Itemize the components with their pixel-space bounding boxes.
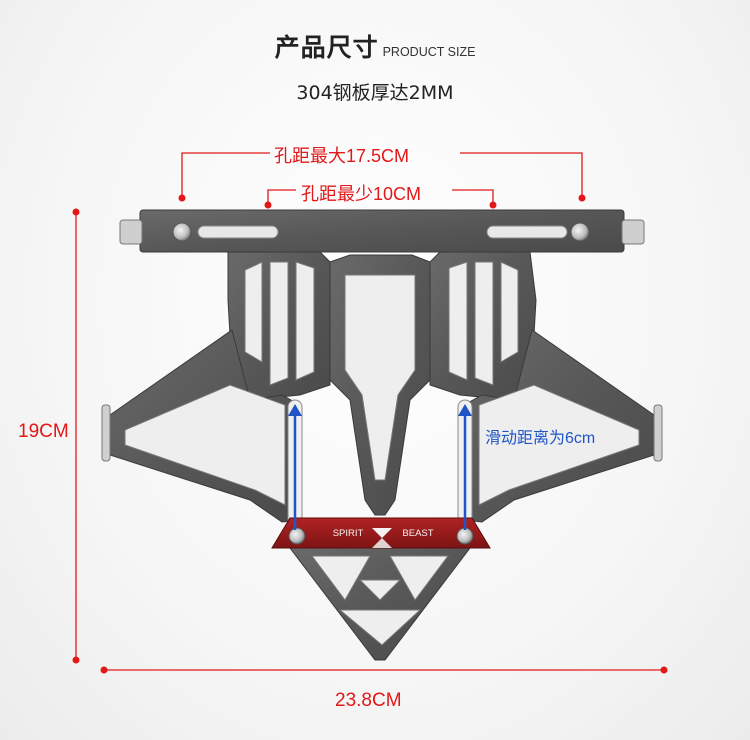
left-arm-cutout xyxy=(124,384,286,506)
logo-text-right: BEAST xyxy=(402,528,433,539)
left-slide-arrowhead xyxy=(288,404,302,416)
right-top-bolt xyxy=(570,222,590,242)
hole-min-dot-left xyxy=(264,201,272,209)
hole-max-dot-right xyxy=(578,194,586,202)
diamond-cutout-bottom xyxy=(338,609,422,646)
right-cutout-2 xyxy=(474,261,494,386)
right-slot xyxy=(486,225,568,239)
logo-right-bolt xyxy=(456,527,474,545)
center-cutout xyxy=(344,274,416,481)
hole-min-line-right xyxy=(452,189,494,203)
height-label: 19CM xyxy=(18,421,69,442)
height-dot-top xyxy=(72,208,80,216)
hole-min-dot-right xyxy=(489,201,497,209)
logo-emblem xyxy=(372,528,392,548)
logo-left-bolt xyxy=(288,527,306,545)
left-side-stud xyxy=(101,404,111,462)
material-spec: 304钢板厚达2MM xyxy=(296,82,454,104)
license-plate-bracket xyxy=(101,209,663,661)
title-chinese: 产品尺寸 xyxy=(274,33,379,62)
height-dot-bottom xyxy=(72,656,80,664)
right-arm-cutout xyxy=(478,384,640,506)
hole-min-label: 孔距最少10CM xyxy=(301,184,422,204)
left-slot xyxy=(197,225,279,239)
slide-distance-label: 滑动距离为6cm xyxy=(485,430,596,447)
hole-max-label: 孔距最大17.5CM xyxy=(274,146,410,166)
logo-text-left: SPIRIT xyxy=(333,528,364,539)
left-cutout-1 xyxy=(244,261,263,363)
title-english: PRODUCT SIZE xyxy=(382,45,476,59)
left-cutout-3 xyxy=(295,261,315,381)
dimension-lines xyxy=(75,152,664,671)
right-cutout-1 xyxy=(500,261,519,363)
diamond-cutout-center xyxy=(358,579,402,601)
right-cutout-3 xyxy=(448,261,468,381)
width-dot-right xyxy=(660,666,668,674)
width-dot-left xyxy=(100,666,108,674)
width-label: 23.8CM xyxy=(335,690,402,711)
dimension-dots xyxy=(72,194,668,674)
right-slide-arrowhead xyxy=(458,404,472,416)
hole-max-line-right xyxy=(460,152,583,196)
logo-plate: SPIRIT BEAST xyxy=(271,517,491,549)
hole-max-dot-left xyxy=(178,194,186,202)
left-end-cap xyxy=(119,219,143,245)
right-end-cap xyxy=(621,219,645,245)
diamond-cutout-right xyxy=(389,555,449,601)
hole-max-line-left xyxy=(181,152,270,196)
diamond-cutout-left xyxy=(311,555,371,601)
left-top-bolt xyxy=(172,222,192,242)
left-cutout-2 xyxy=(269,261,289,386)
right-side-stud xyxy=(653,404,663,462)
hole-min-line-left xyxy=(267,189,296,203)
slide-arrows xyxy=(288,404,472,530)
